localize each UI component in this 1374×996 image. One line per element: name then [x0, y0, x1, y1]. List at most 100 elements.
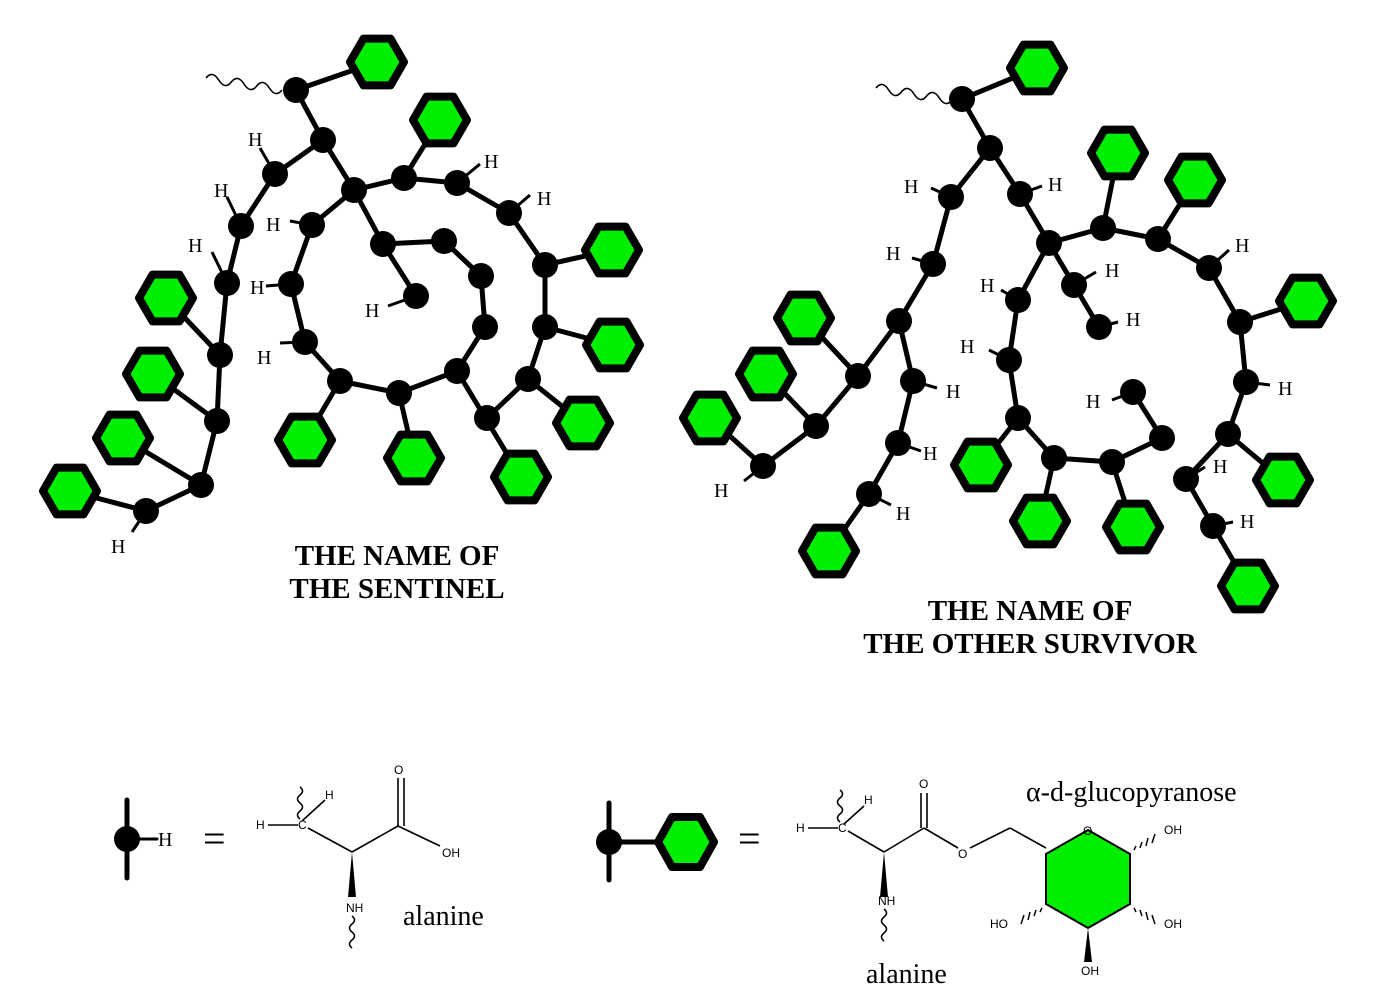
sentinel-atom [515, 366, 541, 392]
svg-text:O: O [919, 777, 928, 791]
svg-text:NH: NH [878, 894, 895, 908]
survivor-atom [856, 481, 882, 507]
sentinel-h-label: H [250, 277, 264, 299]
survivor-h-label: H [1086, 391, 1100, 413]
survivor-atom [1005, 287, 1031, 313]
sentinel-atom [262, 161, 288, 187]
sentinel-atom [214, 270, 240, 296]
svg-text:O: O [958, 847, 967, 861]
survivor-h-label: H [904, 176, 918, 198]
sentinel-glucose-hexagon [39, 463, 101, 519]
sentinel-h-label: H [484, 151, 498, 173]
glucopyranose-ring [1045, 828, 1131, 930]
svg-text:H: H [256, 818, 265, 832]
sentinel-atom [496, 200, 522, 226]
svg-text:NH: NH [346, 901, 363, 915]
survivor-glucose-hexagon [950, 437, 1012, 493]
survivor-glucose-hexagon [1102, 499, 1164, 555]
survivor-atom [750, 453, 776, 479]
sentinel-atom [133, 498, 159, 524]
survivor-h-label: H [1235, 235, 1249, 257]
survivor-atom [949, 86, 975, 112]
survivor-atom [1173, 466, 1199, 492]
survivor-atom [1145, 226, 1171, 252]
sentinel-wavy-terminus [205, 73, 283, 95]
sentinel-glucose-hexagon [274, 412, 336, 468]
sentinel-glucose-hexagon [552, 395, 614, 451]
sentinel-title-line1: THE NAME OF [295, 540, 500, 572]
survivor-h-label: H [886, 243, 900, 265]
survivor-atom [1120, 379, 1146, 405]
survivor-glucose-hexagon [1275, 273, 1337, 329]
sentinel-glucose-hexagon [581, 222, 643, 278]
survivor-h-label: H [960, 336, 974, 358]
sentinel-glucose-hexagon [582, 317, 644, 373]
svg-text:OH: OH [1164, 823, 1182, 837]
legend-alanine: H = H H C O OH NH alanine [114, 763, 484, 949]
sentinel-atom [188, 472, 214, 498]
sentinel-h-label: H [257, 347, 271, 369]
survivor-title-line1: THE NAME OF [928, 595, 1133, 627]
sentinel-atom [391, 165, 417, 191]
svg-text:H: H [325, 788, 334, 802]
svg-text:O: O [1083, 824, 1092, 838]
survivor-atom [920, 251, 946, 277]
sentinel-atom [207, 342, 233, 368]
sentinel-atom [532, 314, 558, 340]
survivor-h-label: H [714, 480, 728, 502]
survivor-atom [1036, 230, 1062, 256]
svg-text:H: H [796, 821, 805, 835]
sentinel-atom [327, 368, 353, 394]
survivor-atom [1005, 405, 1031, 431]
survivor-glucose-hexagon [1164, 152, 1226, 208]
survivor-atom [1215, 421, 1241, 447]
survivor-atom [938, 184, 964, 210]
sentinel-atom [431, 228, 457, 254]
legend-glucose-hexagon [654, 813, 718, 871]
survivor-atom [1233, 369, 1259, 395]
survivor-atom [977, 135, 1003, 161]
svg-text:C: C [838, 821, 847, 835]
sentinel-h-label: H [365, 300, 379, 322]
sentinel-atom [292, 329, 318, 355]
sentinel-atom [283, 77, 309, 103]
sentinel-h-label: H [537, 188, 551, 210]
svg-text:HO: HO [990, 917, 1008, 931]
survivor-h-label: H [1126, 309, 1140, 331]
legend2-backbone-atom [596, 829, 622, 855]
sentinel-glucose-hexagon [346, 34, 408, 90]
svg-text:C: C [298, 818, 307, 832]
sentinel-atom [468, 263, 494, 289]
survivor-atom [1007, 181, 1033, 207]
survivor-atom [1061, 272, 1087, 298]
svg-text:OH: OH [442, 846, 460, 860]
survivor-atom [803, 413, 829, 439]
sentinel-h-label: H [248, 129, 262, 151]
survivor-atom [886, 308, 912, 334]
svg-text:OH: OH [1164, 917, 1182, 931]
survivor-atom [1149, 425, 1175, 451]
svg-text:H: H [864, 793, 873, 807]
survivor-glucose-hexagon [735, 346, 797, 402]
sentinel-h-label: H [266, 214, 280, 236]
sentinel-atom [204, 408, 230, 434]
legend-alanine-label-2: alanine [866, 959, 947, 990]
survivor-h-label: H [1278, 378, 1292, 400]
sentinel-glucose-hexagon [135, 270, 197, 326]
svg-text:OH: OH [1081, 964, 1099, 978]
sentinel-h-label: H [214, 180, 228, 202]
legend-alanine-label: alanine [403, 901, 484, 932]
svg-text:O: O [394, 763, 403, 777]
sentinel-glucose-hexagon [122, 346, 184, 402]
survivor-h-label: H [1048, 174, 1062, 196]
sentinel-atom [403, 283, 429, 309]
sentinel-atom [341, 177, 367, 203]
sentinel-glucose-hexagon [383, 430, 445, 486]
survivor-h-label: H [946, 381, 960, 403]
sentinel-atom [444, 170, 470, 196]
survivor-atom [1099, 449, 1125, 475]
survivor-atom [1086, 314, 1112, 340]
sentinel-atom [310, 127, 336, 153]
survivor-atom [996, 347, 1022, 373]
